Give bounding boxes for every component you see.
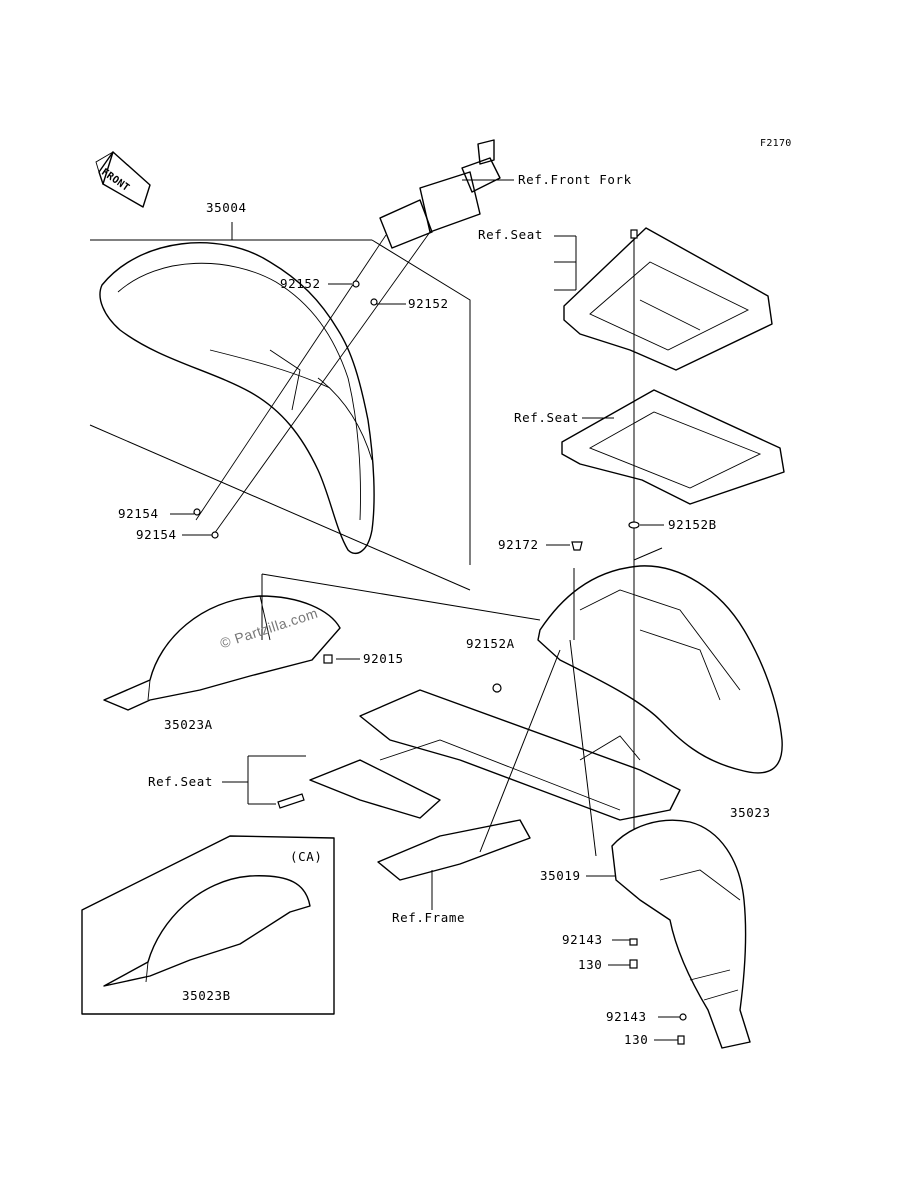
seat-base-lower xyxy=(561,389,785,505)
label-92152-left: 92152 xyxy=(280,276,321,291)
ca-variant-box xyxy=(81,835,335,1015)
label-ref-front-fork: Ref.Front Fork xyxy=(518,172,632,187)
label-35023A: 35023A xyxy=(164,717,213,732)
label-ref-seat-top: Ref.Seat xyxy=(478,227,544,242)
label-35023: 35023 xyxy=(730,805,771,820)
label-ref-seat-mid: Ref.Seat xyxy=(514,410,580,425)
label-92172: 92172 xyxy=(498,537,539,552)
figure-code: F2170 xyxy=(760,138,792,149)
label-92152-right: 92152 xyxy=(408,296,449,311)
label-ref-frame: Ref.Frame xyxy=(392,910,466,925)
label-130-lower: 130 xyxy=(624,1032,649,1047)
label-ca-variant: (CA) xyxy=(290,849,323,864)
label-92143-upper: 92143 xyxy=(562,932,603,947)
label-130-upper: 130 xyxy=(578,957,603,972)
front-fork-outline xyxy=(193,139,501,539)
label-92154-upper: 92154 xyxy=(118,506,159,521)
rear-fender-35023 xyxy=(537,565,783,774)
front-fender-35004 xyxy=(99,242,375,555)
label-92015: 92015 xyxy=(363,651,404,666)
label-92143-lower: 92143 xyxy=(606,1009,647,1024)
label-35023B: 35023B xyxy=(182,988,231,1003)
mudguard-35019 xyxy=(611,819,751,1049)
sub-frame xyxy=(309,689,681,881)
front-direction-arrow-icon xyxy=(95,151,151,208)
label-35004: 35004 xyxy=(206,200,247,215)
label-92154-lower: 92154 xyxy=(136,527,177,542)
label-35019: 35019 xyxy=(540,868,581,883)
label-92152A: 92152A xyxy=(466,636,515,651)
label-92152B: 92152B xyxy=(668,517,717,532)
label-ref-seat-left: Ref.Seat xyxy=(148,774,214,789)
seat-base-upper xyxy=(563,227,773,371)
